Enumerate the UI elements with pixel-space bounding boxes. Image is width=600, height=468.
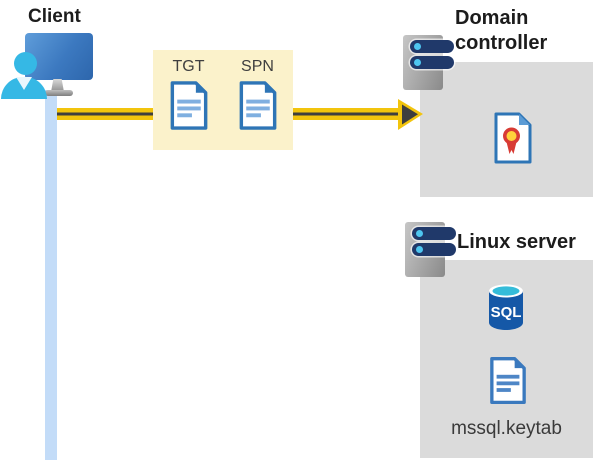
domain-controller-title: Domain controller (455, 7, 548, 54)
document-icon (170, 81, 207, 130)
spn-label: SPN (241, 58, 274, 75)
sql-database-icon: SQL (489, 284, 523, 330)
server-led-dot (414, 43, 421, 50)
server-drive-bar (410, 56, 454, 69)
tgt-column: TGT (164, 58, 214, 150)
server-drive-bar (412, 243, 456, 256)
credentials-box: TGT SPN (153, 50, 293, 150)
tgt-label: TGT (172, 58, 205, 75)
monitor-stand-base (45, 90, 73, 96)
monitor-stand-neck (51, 79, 64, 92)
server-drive-bar (412, 227, 456, 240)
keytab-filename: mssql.keytab (451, 418, 562, 439)
server-led-dot (416, 230, 423, 237)
client-title: Client (28, 6, 81, 27)
person-collar (16, 77, 32, 90)
server-drive-bar (410, 40, 454, 53)
spn-column: SPN (233, 58, 283, 150)
server-icon (403, 35, 454, 90)
sql-icon-label: SQL (491, 304, 522, 321)
client-timeline-line (45, 90, 57, 460)
document-icon (490, 356, 526, 405)
monitor-icon (25, 33, 93, 80)
client-workstation-icon (0, 0, 110, 100)
server-icon (405, 222, 456, 277)
certificate-icon (494, 112, 532, 164)
linux-server-title: Linux server (457, 231, 576, 253)
document-icon (239, 81, 276, 130)
server-led-dot (414, 59, 421, 66)
server-led-dot (416, 246, 423, 253)
person-icon (14, 52, 37, 75)
